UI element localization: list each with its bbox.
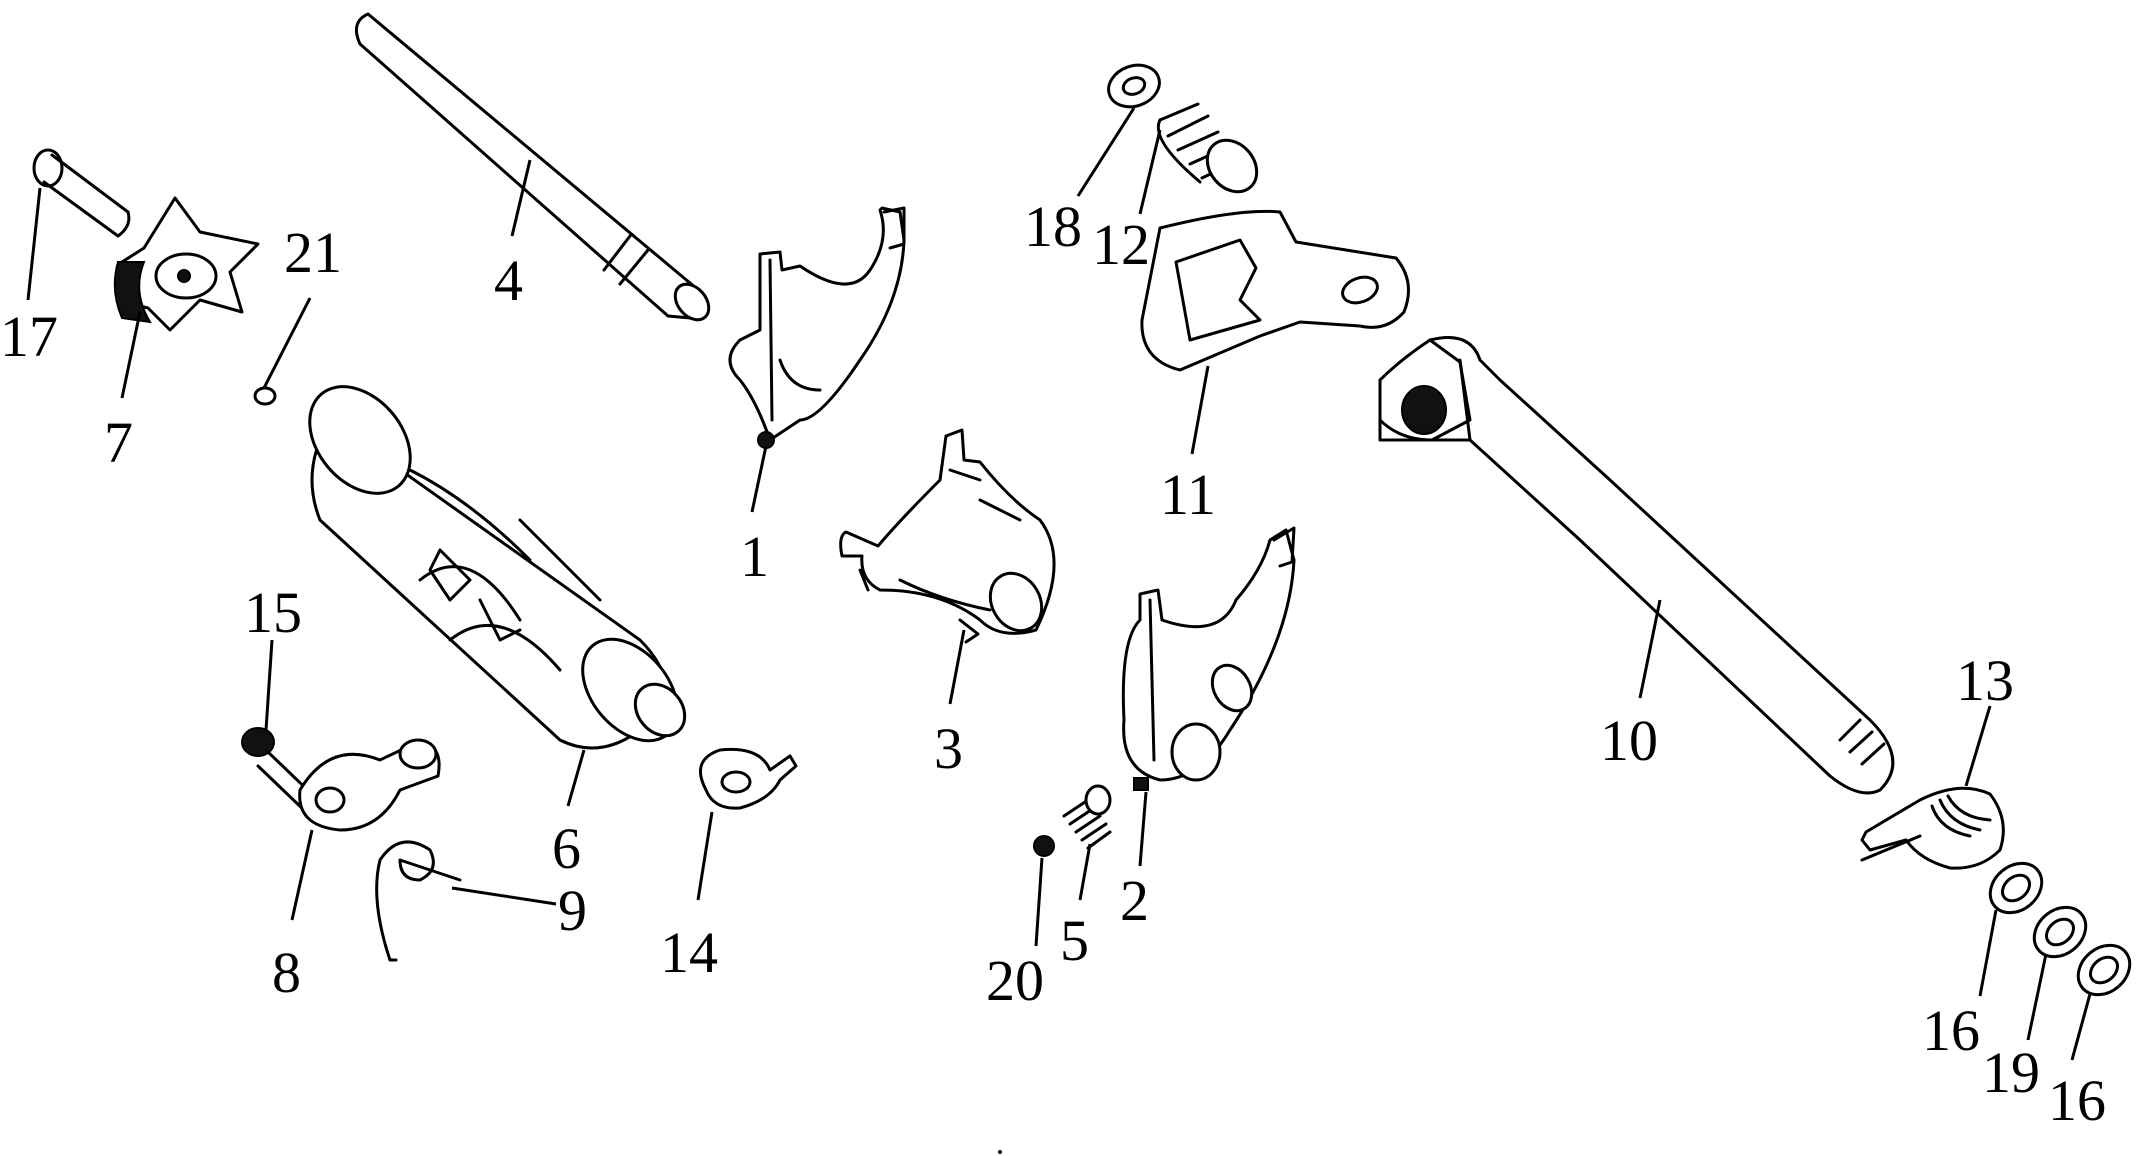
callout-10: 10	[1600, 708, 1658, 773]
leader-4	[510, 159, 532, 237]
part-3-shift-fork	[839, 428, 1056, 644]
part-8-arm	[298, 738, 441, 832]
part-17-bolt	[32, 148, 131, 238]
part-7-star-plate	[113, 196, 260, 332]
leader-20	[1034, 857, 1044, 947]
callout-11: 11	[1160, 462, 1216, 527]
callout-1: 1	[740, 524, 769, 589]
part-2-shift-fork	[1121, 526, 1296, 791]
callout-7: 7	[104, 410, 133, 475]
part-4-shaft	[354, 12, 711, 322]
part-5-spring	[1062, 784, 1112, 850]
leader-7	[120, 311, 142, 399]
callout-5: 5	[1060, 908, 1089, 973]
callout-9: 9	[558, 878, 587, 943]
callout-3: 3	[934, 716, 963, 781]
leader-2	[1138, 791, 1148, 867]
part-14-clip	[698, 747, 798, 810]
part-16b-washer	[2076, 943, 2132, 997]
callout-15: 15	[244, 580, 302, 645]
part-9-spring	[375, 840, 462, 962]
callout-17: 17	[0, 304, 58, 369]
leader-13	[1964, 705, 1992, 787]
leader-12	[1138, 129, 1162, 215]
callout-20: 20	[986, 948, 1044, 1013]
leader-1	[750, 445, 768, 513]
leader-16a	[1978, 909, 1998, 997]
leader-8	[290, 829, 314, 921]
callout-2: 2	[1120, 868, 1149, 933]
leader-3	[948, 629, 966, 705]
leader-5	[1078, 843, 1092, 901]
callout-4: 4	[494, 248, 523, 313]
callout-13: 13	[1956, 648, 2014, 713]
leader-11	[1190, 365, 1210, 455]
part-16a-washer	[1988, 861, 2044, 915]
callout-numbers: 17 7 21 4 1 3 6 15 8 9 14 20 5 2 18 12 1…	[0, 194, 2106, 1133]
leader-10	[1638, 599, 1662, 699]
part-18-washer	[1107, 63, 1161, 109]
callout-19: 19	[1982, 1040, 2040, 1105]
leader-14	[696, 811, 714, 901]
leader-21	[262, 297, 312, 389]
part-20-ball	[1033, 835, 1055, 857]
part-6-shift-drum	[308, 385, 687, 750]
leader-6	[566, 749, 586, 807]
callout-21: 21	[284, 220, 342, 285]
leader-lines	[26, 107, 2092, 1061]
part-12-spring	[1156, 102, 1259, 194]
callout-8: 8	[272, 940, 301, 1005]
leader-18	[1076, 107, 1136, 197]
callout-18: 18	[1024, 194, 1082, 259]
leader-19	[2026, 953, 2048, 1041]
callout-12: 12	[1092, 212, 1150, 277]
callout-14: 14	[660, 920, 718, 985]
leader-9	[451, 886, 557, 906]
part-13-return-spring	[1860, 786, 2005, 870]
callout-16b: 16	[2048, 1068, 2106, 1133]
part-19-washer	[2032, 905, 2088, 959]
callout-16a: 16	[1922, 998, 1980, 1063]
part-11-plate	[1140, 209, 1410, 372]
callout-6: 6	[552, 816, 581, 881]
leader-16b	[2070, 993, 2092, 1061]
leader-15	[264, 639, 274, 731]
leader-17	[26, 187, 42, 301]
part-1-shift-fork	[728, 206, 906, 449]
part-21-pin	[253, 386, 277, 406]
stray-dot	[998, 1150, 1002, 1154]
part-10-shift-shaft	[1378, 336, 1895, 795]
